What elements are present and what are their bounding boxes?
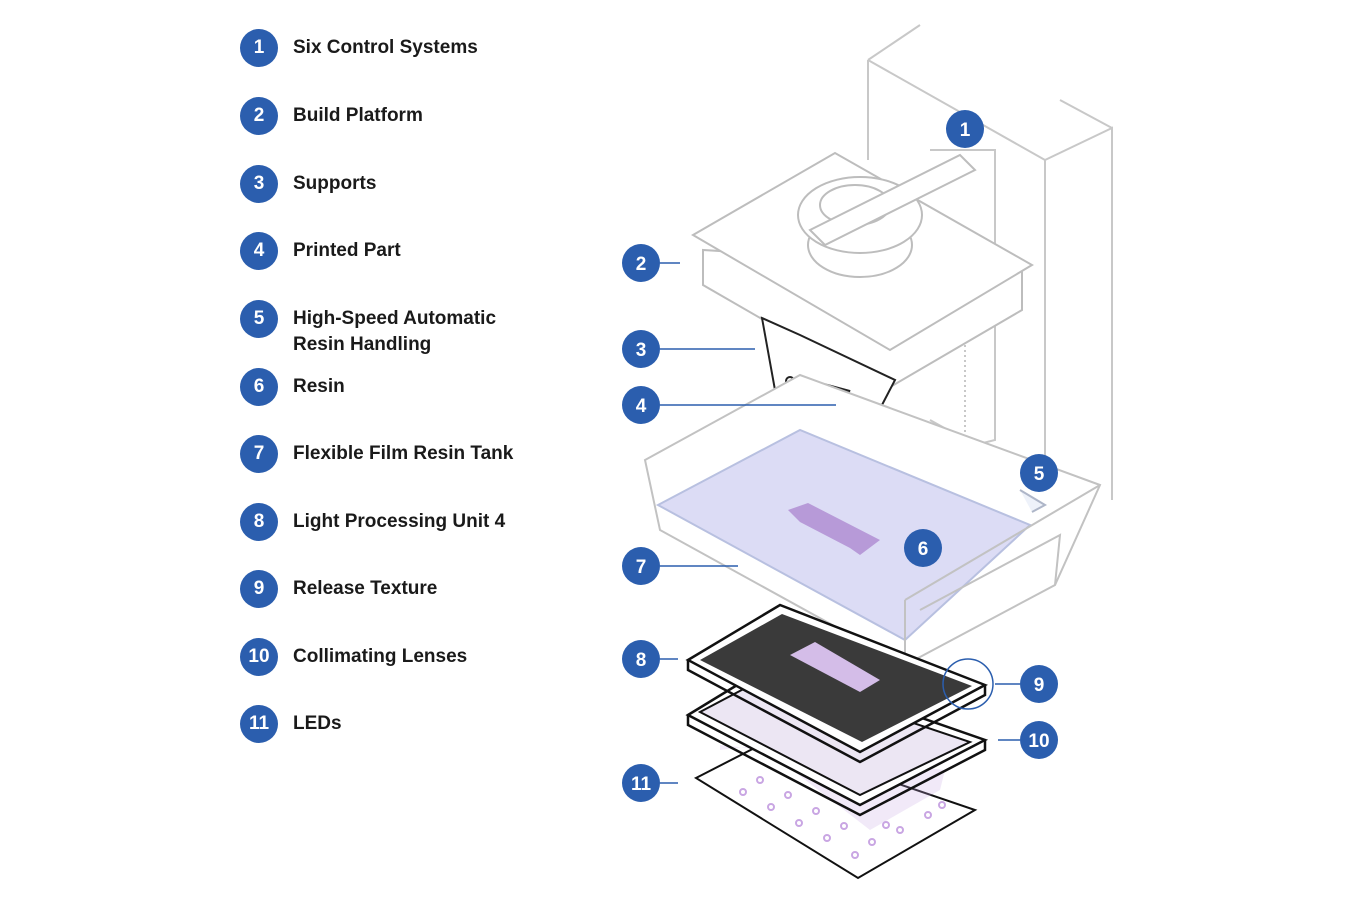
legend-label: Flexible Film Resin Tank xyxy=(293,443,514,464)
number-badge: 8 xyxy=(240,503,278,541)
callout-badge: 7 xyxy=(622,547,660,585)
legend-label: Build Platform xyxy=(293,105,423,126)
legend-label: Collimating Lenses xyxy=(293,646,468,667)
callout-lines xyxy=(660,262,1020,784)
svg-text:9: 9 xyxy=(1034,675,1045,696)
legend-item: 8 Light Processing Unit 4 xyxy=(240,503,553,541)
callout-badge: 10 xyxy=(1020,721,1058,759)
resin-tank xyxy=(643,373,1102,667)
callout-badge: 4 xyxy=(622,386,660,424)
legend-label: High-Speed Automatic Resin Handling xyxy=(293,308,497,355)
diagram-callouts: 1 2 3 4 5 6 7 8 9 10 11 xyxy=(622,110,1058,802)
svg-text:11: 11 xyxy=(631,774,652,795)
callout-badge: 2 xyxy=(622,244,660,282)
legend-label: Six Control Systems xyxy=(293,37,478,58)
legend-label: Light Processing Unit 4 xyxy=(293,511,506,532)
build-platform xyxy=(691,151,1034,392)
callout-badge: 9 xyxy=(1020,665,1058,703)
svg-text:10: 10 xyxy=(1028,731,1049,752)
number-badge: 5 xyxy=(240,300,278,338)
number-badge: 9 xyxy=(240,570,278,608)
legend-item: 4 Printed Part xyxy=(240,232,553,270)
legend-item: 1 Six Control Systems xyxy=(240,29,553,67)
legend-item: 7 Flexible Film Resin Tank xyxy=(240,435,553,473)
detail-circle xyxy=(942,658,994,710)
number-badge: 7 xyxy=(240,435,278,473)
legend-label: LEDs xyxy=(293,713,342,734)
svg-text:7: 7 xyxy=(636,557,647,578)
number-badge: 6 xyxy=(240,368,278,406)
legend-item: 9 Release Texture xyxy=(240,570,553,608)
callout-badge: 6 xyxy=(904,529,942,567)
legend-item: 10 Collimating Lenses xyxy=(240,638,553,676)
legend-item: 3 Supports xyxy=(240,165,553,203)
number-badge: 10 xyxy=(240,638,278,676)
number-badge: 11 xyxy=(240,705,278,743)
number-badge: 1 xyxy=(240,29,278,67)
part-in-resin xyxy=(788,503,880,555)
number-badge: 3 xyxy=(240,165,278,203)
callout-badge: 11 xyxy=(622,764,660,802)
release-texture-plate xyxy=(685,603,994,764)
svg-text:5: 5 xyxy=(1034,464,1045,485)
svg-text:1: 1 xyxy=(960,120,971,141)
legend-item: 6 Resin xyxy=(240,368,553,406)
svg-text:3: 3 xyxy=(636,340,647,361)
svg-text:6: 6 xyxy=(918,539,929,560)
callout-badge: 8 xyxy=(622,640,660,678)
callout-badge: 1 xyxy=(946,110,984,148)
svg-text:2: 2 xyxy=(636,254,647,275)
legend-label: Release Texture xyxy=(293,578,438,599)
legend-item: 11 LEDs xyxy=(240,705,553,743)
legend-item: 2 Build Platform xyxy=(240,97,553,135)
number-badge: 2 xyxy=(240,97,278,135)
legend-label: Resin xyxy=(293,376,345,397)
callout-badge: 3 xyxy=(622,330,660,368)
callout-badge: 5 xyxy=(1020,454,1058,492)
number-badge: 4 xyxy=(240,232,278,270)
legend-item: 5 High-Speed Automatic Resin Handling xyxy=(240,300,553,358)
legend-label: Supports xyxy=(293,173,377,194)
svg-text:8: 8 xyxy=(636,650,647,671)
svg-text:4: 4 xyxy=(636,396,647,417)
legend-label: Printed Part xyxy=(293,240,401,261)
